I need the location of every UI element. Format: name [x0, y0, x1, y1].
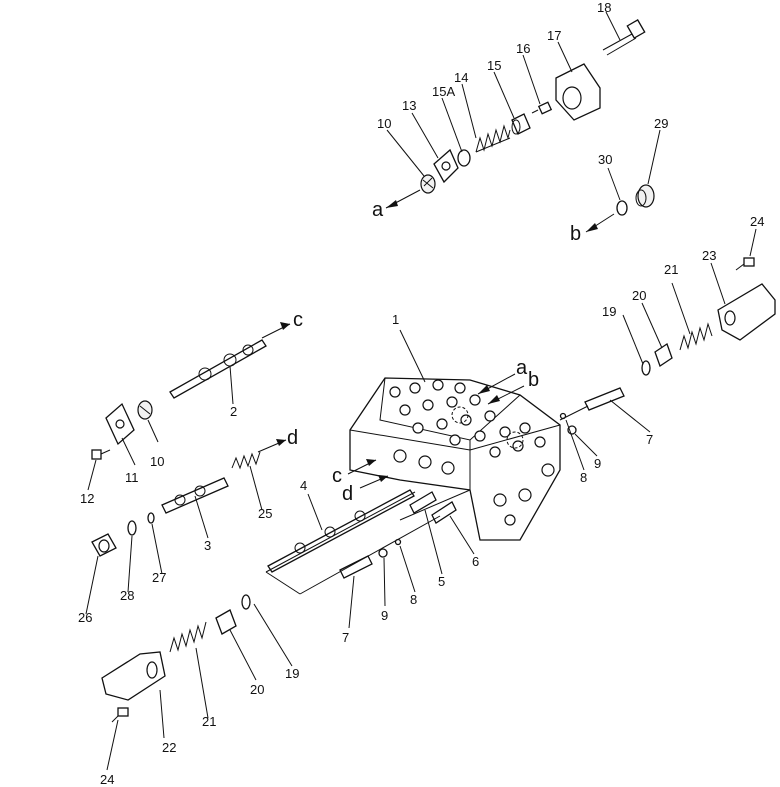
callout-30: 30 [598, 152, 612, 167]
callout-5: 5 [438, 574, 445, 589]
callout-labels: 1 2 3 4 5 6 7 7 8 8 9 9 10 10 11 12 13 1… [78, 0, 764, 787]
plug-26 [91, 533, 117, 557]
callout-7a: 7 [646, 432, 653, 447]
cover-22 [101, 651, 166, 701]
valve-7-lower [339, 555, 373, 579]
piston-20-lower [215, 609, 237, 635]
o-ring-19-right [641, 360, 651, 376]
callout-11: 11 [125, 470, 139, 485]
assembly-lines [265, 405, 589, 595]
spring-25 [231, 451, 261, 470]
valve-5 [409, 491, 437, 514]
callout-23: 23 [702, 248, 716, 263]
callout-24a: 24 [750, 214, 764, 229]
valve-7-right [584, 387, 625, 411]
o-ring-27 [147, 512, 155, 524]
plug-29 [635, 184, 655, 208]
connector-letters: a b c d a b c d [287, 199, 581, 505]
piston-15 [511, 113, 531, 135]
connector-b-top: b [570, 223, 581, 245]
callout-10a: 10 [377, 116, 391, 131]
callout-21b: 21 [202, 714, 216, 729]
housing-17 [555, 63, 601, 121]
o-ring-19-lower [241, 594, 251, 610]
callout-8a: 8 [580, 470, 587, 485]
cover-23 [717, 283, 776, 341]
callout-15: 15 [487, 58, 501, 73]
spring-21-lower [169, 621, 207, 653]
connector-b-body: b [528, 369, 539, 391]
valve-body [349, 377, 561, 541]
callout-18: 18 [597, 0, 611, 15]
callout-9b: 9 [381, 608, 388, 623]
connector-a-body: a [516, 357, 528, 379]
o-ring-28 [127, 520, 137, 536]
callout-12: 12 [80, 491, 94, 506]
callout-2: 2 [230, 404, 237, 419]
spool-3 [161, 477, 229, 514]
callout-17: 17 [547, 28, 561, 43]
callout-28: 28 [120, 588, 134, 603]
callout-15a: 15A [432, 84, 455, 99]
callout-14: 14 [454, 70, 468, 85]
spring-14 [475, 124, 511, 153]
callout-29: 29 [654, 116, 668, 131]
callout-25: 25 [258, 506, 272, 521]
callout-27: 27 [152, 570, 166, 585]
strainer-10-top [420, 174, 436, 194]
bolt-24-lower [111, 707, 129, 723]
callout-9a: 9 [594, 456, 601, 471]
o-ring-9-lower [378, 548, 388, 558]
piston-20-right [654, 342, 673, 368]
connector-d-body: d [342, 483, 353, 505]
connector-a-top: a [372, 199, 384, 221]
connection-arrows [257, 189, 615, 489]
plate-11 [105, 402, 135, 446]
callout-10b: 10 [150, 454, 164, 469]
top-valve-assembly [420, 19, 655, 216]
callout-16: 16 [516, 41, 530, 56]
callout-13: 13 [402, 98, 416, 113]
bolt-12 [91, 449, 111, 460]
callout-8b: 8 [410, 592, 417, 607]
screw-16 [531, 101, 553, 115]
callout-7b: 7 [342, 630, 349, 645]
bolt-18 [602, 19, 646, 56]
leader-lines [85, 11, 757, 771]
spring-21-right [679, 322, 713, 351]
callout-1: 1 [392, 312, 399, 327]
callout-3: 3 [204, 538, 211, 553]
o-ring-30 [616, 200, 628, 216]
callout-20b: 20 [250, 682, 264, 697]
ring-15a [457, 149, 471, 167]
valve-6 [431, 501, 457, 524]
plate-13 [433, 148, 459, 184]
callout-6: 6 [472, 554, 479, 569]
callout-26: 26 [78, 610, 92, 625]
callout-19a: 19 [602, 304, 616, 319]
connector-c-top: c [293, 309, 303, 331]
callout-24b: 24 [100, 772, 114, 787]
connector-d-top: d [287, 427, 298, 449]
callout-19b: 19 [285, 666, 299, 681]
connector-c-body: c [332, 465, 342, 487]
callout-22: 22 [162, 740, 176, 755]
callout-20a: 20 [632, 288, 646, 303]
bolt-24-right [735, 257, 755, 271]
callout-4: 4 [300, 478, 307, 493]
strainer-10-left [137, 400, 153, 420]
spool-2 [169, 339, 267, 399]
callout-21a: 21 [664, 262, 678, 277]
